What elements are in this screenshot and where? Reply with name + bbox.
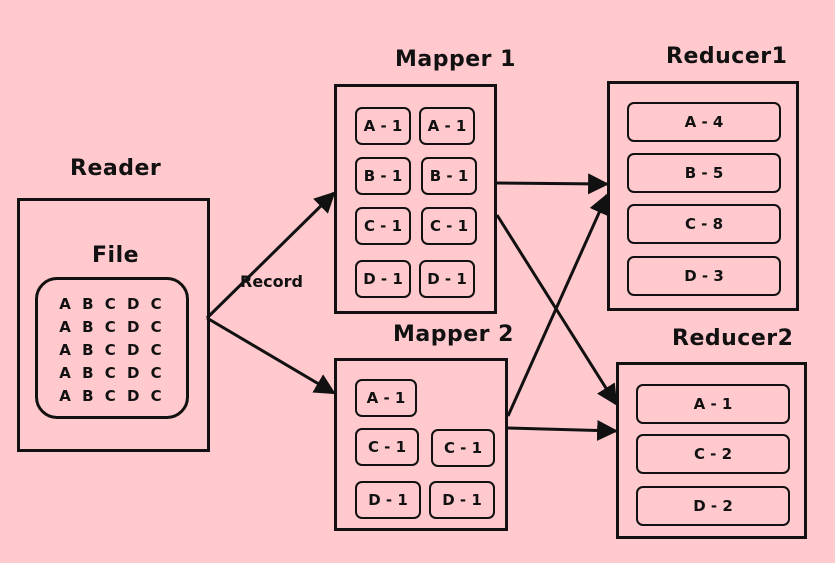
record-label: Record [240, 272, 303, 291]
arrow-reader-to-mapper2 [206, 316, 336, 395]
reducer1-row: B - 5 [627, 153, 781, 193]
reducer1-title: Reducer1 [666, 44, 788, 69]
reader-title: Reader [70, 156, 162, 181]
file-line: A B C D C [59, 364, 165, 382]
reducer2-panel: A - 1 C - 2 D - 2 [616, 362, 807, 539]
mapper1-panel: A - 1 A - 1 B - 1 B - 1 C - 1 C - 1 D - … [334, 84, 497, 314]
file-line: A B C D C [59, 295, 165, 313]
mapper1-chip: C - 1 [355, 207, 411, 245]
mapper1-chip: B - 1 [421, 157, 477, 195]
arrow-mapper2-to-reducer1 [506, 193, 609, 417]
reducer2-row: C - 2 [636, 434, 790, 474]
mapper2-chip: A - 1 [355, 379, 417, 417]
reducer1-panel: A - 4 B - 5 C - 8 D - 3 [607, 81, 799, 311]
arrow-mapper2-to-reducer2 [507, 419, 619, 441]
reducer2-row: A - 1 [636, 384, 790, 424]
mapper1-chip: B - 1 [355, 157, 411, 195]
mapper2-chip: C - 1 [431, 429, 495, 467]
reducer2-title: Reducer2 [672, 326, 794, 351]
mapper2-panel: A - 1 C - 1 C - 1 D - 1 D - 1 [334, 358, 508, 531]
file-title: File [92, 243, 140, 268]
mapper2-chip: D - 1 [429, 481, 495, 519]
mapper1-chip: D - 1 [355, 260, 411, 298]
mapper1-title: Mapper 1 [395, 47, 516, 72]
mapper1-chip: D - 1 [419, 260, 475, 298]
reducer2-row: D - 2 [636, 486, 790, 526]
mapper1-chip: C - 1 [421, 207, 477, 245]
mapper2-chip: C - 1 [355, 428, 419, 466]
mapper1-chip: A - 1 [419, 107, 475, 145]
file-line: A B C D C [59, 387, 165, 405]
mapper1-chip: A - 1 [355, 107, 411, 145]
arrow-mapper1-to-reducer1 [496, 173, 610, 195]
mapper2-title: Mapper 2 [393, 322, 514, 347]
file-line: A B C D C [59, 341, 165, 359]
reducer1-row: C - 8 [627, 204, 781, 244]
reader-panel: File A B C D C A B C D C A B C D C A B C… [17, 198, 210, 452]
reducer1-row: A - 4 [627, 102, 781, 142]
arrow-reader-to-mapper1 [205, 191, 336, 320]
file-line: A B C D C [59, 318, 165, 336]
reducer1-row: D - 3 [627, 256, 781, 296]
file-box: A B C D C A B C D C A B C D C A B C D C … [35, 277, 189, 419]
mapper2-chip: D - 1 [355, 481, 421, 519]
